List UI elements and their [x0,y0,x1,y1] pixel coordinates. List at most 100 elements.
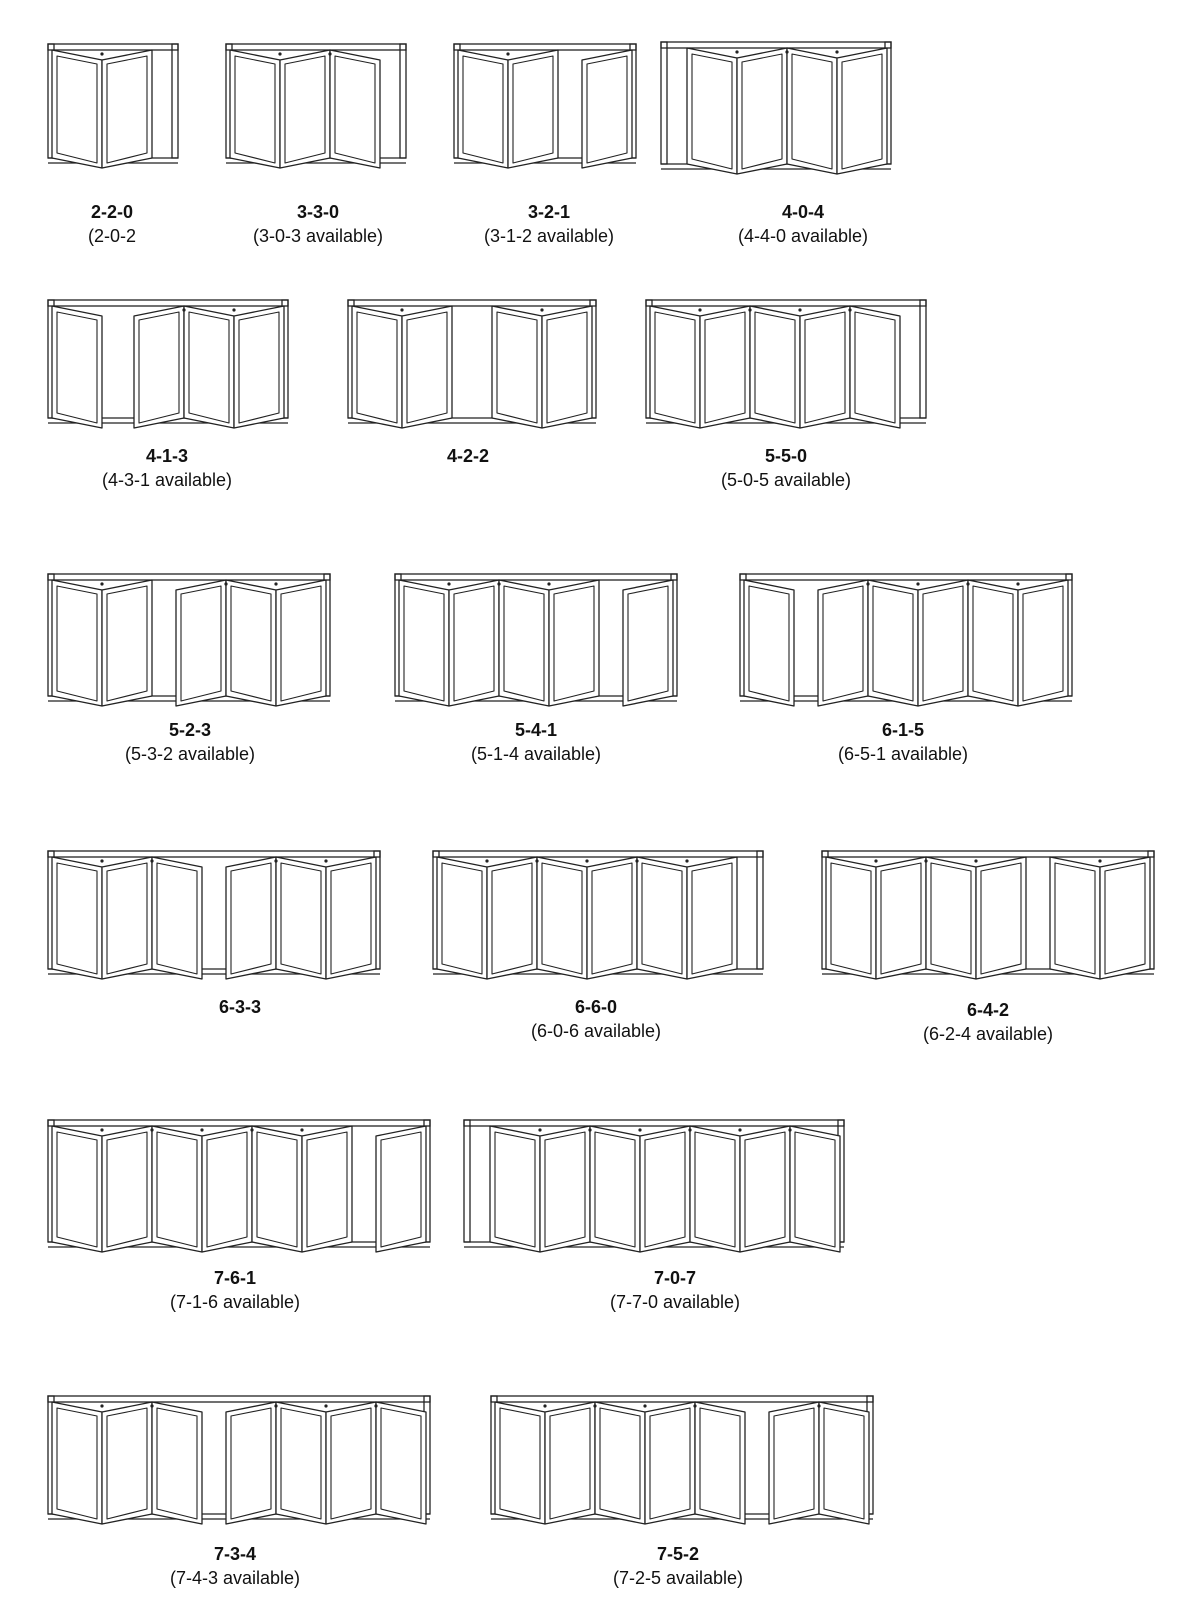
config-4-2-2: 4-2-2 [347,299,597,466]
panel-glass [773,1407,815,1520]
config-alternate-label: (4-3-1 available) [102,470,232,490]
config-2-2-0: 2-2-0(2-0-2 [47,43,179,246]
hinge-icon [232,308,236,312]
folding-panel [51,856,103,980]
folding-panel [398,579,450,707]
folding-panel [644,1401,696,1525]
panel-glass [156,1131,198,1248]
panel-glass [641,862,683,975]
folding-panel [101,49,153,169]
hinge-icon [685,859,689,863]
panel-glass [403,585,445,702]
config-code-label: 6-6-0 [575,997,617,1017]
folding-panel [925,856,977,980]
config-5-4-1: 5-4-1(5-1-4 available) [394,573,678,764]
panel-glass [591,862,633,975]
folding-panel [875,856,927,980]
config-5-5-0: 5-5-0(5-0-5 available) [645,299,927,490]
config-alternate-label: (2-0-2 [88,226,136,246]
panel-glass [744,1131,786,1248]
hinge-icon [224,582,228,586]
panel-glass [546,311,588,424]
folding-panel [133,305,185,429]
folding-panel [101,579,153,707]
config-alternate-label: (7-4-3 available) [170,1568,300,1588]
folding-panel [301,1125,353,1253]
panel-glass [106,1131,148,1248]
hinge-icon [540,308,544,312]
hinge-icon [100,1128,104,1132]
hinge-icon [1016,582,1020,586]
folding-panel [201,1125,253,1253]
panel-glass [496,311,538,424]
hinge-icon [835,50,839,54]
panel-glass [156,1407,198,1520]
panel-glass [980,862,1022,975]
folding-panel [736,47,788,175]
panel-glass [654,311,696,424]
folding-panel [867,579,919,707]
hinge-icon [817,1404,821,1408]
folding-panel [743,579,795,707]
hinge-icon [916,582,920,586]
config-code-label: 7-0-7 [654,1268,696,1288]
hinge-icon [585,859,589,863]
panel-glass [238,311,280,424]
hinge-icon [924,859,928,863]
folding-panel [789,1125,841,1253]
panel-glass [406,311,448,424]
folding-panel [768,1401,820,1525]
hinge-icon [638,1128,642,1132]
panel-glass [56,862,98,975]
panel-glass [56,55,98,164]
panel-glass [694,1131,736,1248]
panel-glass [56,1131,98,1248]
panel-glass [804,311,846,424]
config-alternate-label: (6-2-4 available) [923,1024,1053,1044]
panel-glass [830,862,872,975]
folding-panel [351,305,403,429]
config-7-6-1: 7-6-1(7-1-6 available) [47,1119,431,1312]
folding-panel [448,579,500,707]
folding-panel [836,47,888,175]
hinge-icon [182,308,186,312]
folding-panel [749,305,801,429]
hinge-icon [735,50,739,54]
hinge-icon [328,52,332,56]
folding-panel [457,49,509,169]
config-6-1-5: 6-1-5(6-5-1 available) [739,573,1073,764]
panel-glass [594,1131,636,1248]
config-alternate-label: (4-4-0 available) [738,226,868,246]
hinge-icon [100,52,104,56]
folding-panel [967,579,1019,707]
panel-glass [230,585,272,702]
folding-panel [1099,856,1151,980]
panel-glass [699,1407,741,1520]
panel-glass [56,1407,98,1520]
hinge-icon [593,1404,597,1408]
hinge-icon [100,582,104,586]
panel-glass [754,311,796,424]
hinge-icon [150,1404,154,1408]
hinge-icon [278,52,282,56]
panel-glass [234,55,276,164]
folding-panel [594,1401,646,1525]
folding-panel [541,305,593,429]
panel-glass [106,1407,148,1520]
hinge-icon [485,859,489,863]
panel-glass [441,862,483,975]
panel-glass [462,55,504,164]
folding-panel [101,1401,153,1525]
hinge-icon [538,1128,542,1132]
config-code-label: 5-5-0 [765,446,807,466]
panel-glass [1104,862,1146,975]
panel-glass [791,53,833,170]
hinge-icon [497,582,501,586]
folding-panel [649,305,701,429]
folding-panel [639,1125,691,1253]
panel-glass [306,1131,348,1248]
hinge-icon [506,52,510,56]
config-alternate-label: (7-1-6 available) [170,1292,300,1312]
folding-panel [739,1125,791,1253]
config-3-3-0: 3-3-0(3-0-3 available) [225,43,407,246]
